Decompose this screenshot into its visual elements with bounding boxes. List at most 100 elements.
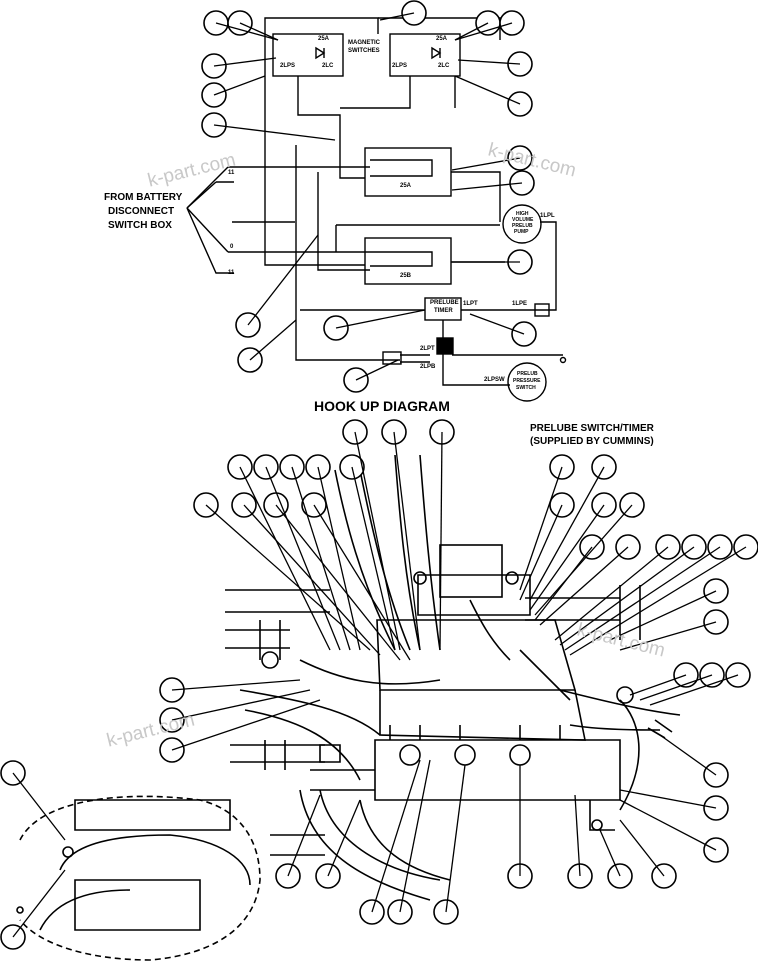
callout-leader-line: [355, 359, 399, 381]
callout-leader-line: [239, 22, 279, 41]
magnetic-switches-label-line-1: MAGNETIC: [348, 40, 380, 46]
callout-leader-line: [609, 590, 717, 641]
callout-leader-line: [213, 124, 336, 141]
callout-leader-line: [454, 22, 513, 41]
callout-leader-line: [451, 157, 521, 171]
switch-box-label-line-2: DISCONNECT: [108, 206, 175, 217]
callout-leader-line: [599, 829, 621, 877]
prelube-callout-line-2: (SUPPLIED BY CUMMINS): [530, 436, 654, 447]
callout-leader-line: [454, 75, 521, 105]
pump-label-line-1: HIGH: [516, 211, 529, 217]
callout-leader-line: [317, 466, 361, 651]
pump-label-line-2: VOLUME: [512, 217, 534, 223]
wire-label-2lpt: 2LPT: [420, 346, 435, 352]
hookup-illustration: [16, 454, 681, 961]
timer-connector-symbol: [436, 337, 454, 355]
wire-label-1lpe: 1LPE: [512, 301, 528, 307]
wire-label-11-bottom: 11: [228, 270, 235, 276]
switch-box-label-line-1: FROM BATTERY: [104, 192, 183, 203]
wire-label-11-top: 11: [228, 170, 235, 176]
callout-leader-line: [619, 621, 717, 651]
pump-label-line-3: PRELUB: [512, 223, 533, 229]
schematic-components: [382, 204, 567, 402]
callout-leader-line: [445, 764, 466, 913]
callout-leader-line: [454, 22, 489, 41]
callout-leader-line: [457, 59, 521, 65]
prelube-timer-label-line-2: TIMER: [434, 308, 453, 314]
callout-leader-line: [215, 22, 279, 41]
callout-leader-line: [213, 75, 266, 96]
callout-leader-line: [327, 799, 361, 877]
wire-label-25b-relay: 25B: [400, 273, 412, 279]
callout-leader-line: [393, 431, 421, 651]
callout-leader-line: [287, 794, 321, 877]
wire-label-25a-left: 25A: [318, 36, 330, 42]
callout-leader-line: [529, 466, 605, 601]
callout-leader-line: [371, 759, 421, 913]
callout-leaders: [12, 12, 747, 938]
schematic-wiring: [186, 17, 563, 386]
callout-leader-line: [529, 504, 605, 611]
callout-leader-line: [534, 546, 593, 621]
magnetic-switches-label-line-2: SWITCHES: [348, 48, 380, 54]
wire-label-2lpsw: 2LPSW: [484, 377, 505, 383]
callout-leader-line: [629, 674, 687, 696]
callout-leader-line: [354, 431, 401, 651]
connector-symbol: [382, 351, 402, 365]
hookup-diagram-title: HOOK UP DIAGRAM: [314, 398, 450, 414]
wire-label-1lpl: 1LPL: [540, 213, 555, 219]
callout-leader-line: [171, 689, 311, 721]
wire-label-2lc-right: 2LC: [438, 63, 450, 69]
callout-leader-line: [335, 309, 426, 329]
callout-leader-line: [313, 504, 411, 661]
callout-leader-line: [243, 504, 381, 656]
wire-label-25a-relay: 25A: [400, 183, 412, 189]
pressure-switch-label-line-2: PRESSURE: [513, 378, 541, 384]
wire-label-2lc-left: 2LC: [322, 63, 334, 69]
callout-leader-line: [247, 234, 319, 326]
callout-leader-line: [439, 431, 443, 651]
callout-leader-line: [649, 674, 739, 706]
high-volume-prelub-pump-symbol: [502, 204, 542, 244]
wire-label-2lps-right: 2LPS: [392, 63, 408, 69]
callout-leader-line: [379, 12, 415, 21]
callout-leader-line: [205, 504, 371, 651]
wire-label-25a-right: 25A: [436, 36, 448, 42]
prelube-timer-label-line-1: PRELUBE: [430, 300, 459, 306]
callout-leader-line: [539, 546, 629, 626]
callout-leader-line: [534, 504, 633, 616]
callout-leader-line: [569, 546, 747, 656]
callout-leader-line: [574, 794, 581, 877]
pressure-switch-label-line-1: PRELUB: [517, 371, 538, 377]
wire-label-2lpb: 2LPB: [420, 364, 436, 370]
callout-leader-line: [619, 789, 717, 809]
prelube-callout-line-1: PRELUBE SWITCH/TIMER: [530, 423, 654, 434]
callout-leader-line: [619, 819, 665, 877]
callout-leader-line: [239, 466, 331, 651]
callout-leader-line: [519, 466, 563, 591]
callout-leader-line: [351, 466, 396, 651]
callout-leader-line: [564, 546, 721, 651]
callout-bubbles: [0, 0, 758, 950]
callout-leader-line: [171, 699, 321, 751]
callout-leader-line: [12, 772, 66, 841]
callout-leader-line: [399, 759, 431, 913]
callout-leader-line: [275, 504, 401, 661]
callout-leader-line: [265, 466, 341, 651]
callout-leader-line: [519, 504, 563, 601]
pump-label-line-4: PUMP: [514, 229, 529, 235]
callout-leader-line: [213, 57, 277, 67]
callout-leader-line: [619, 799, 717, 851]
switch-box-label-line-3: SWITCH BOX: [108, 220, 172, 231]
callout-leader-line: [554, 546, 669, 641]
callout-leader-line: [469, 313, 525, 335]
callout-leader-line: [559, 546, 695, 646]
wire-label-2lps-left: 2LPS: [280, 63, 296, 69]
prelub-pressure-switch-symbol: [507, 362, 547, 402]
wire-label-1lpt: 1LPT: [463, 301, 478, 307]
wire-label-0: 0: [230, 244, 234, 250]
callout-leader-line: [291, 466, 351, 651]
plug-symbol: [534, 303, 550, 317]
callout-leader-line: [451, 182, 523, 191]
